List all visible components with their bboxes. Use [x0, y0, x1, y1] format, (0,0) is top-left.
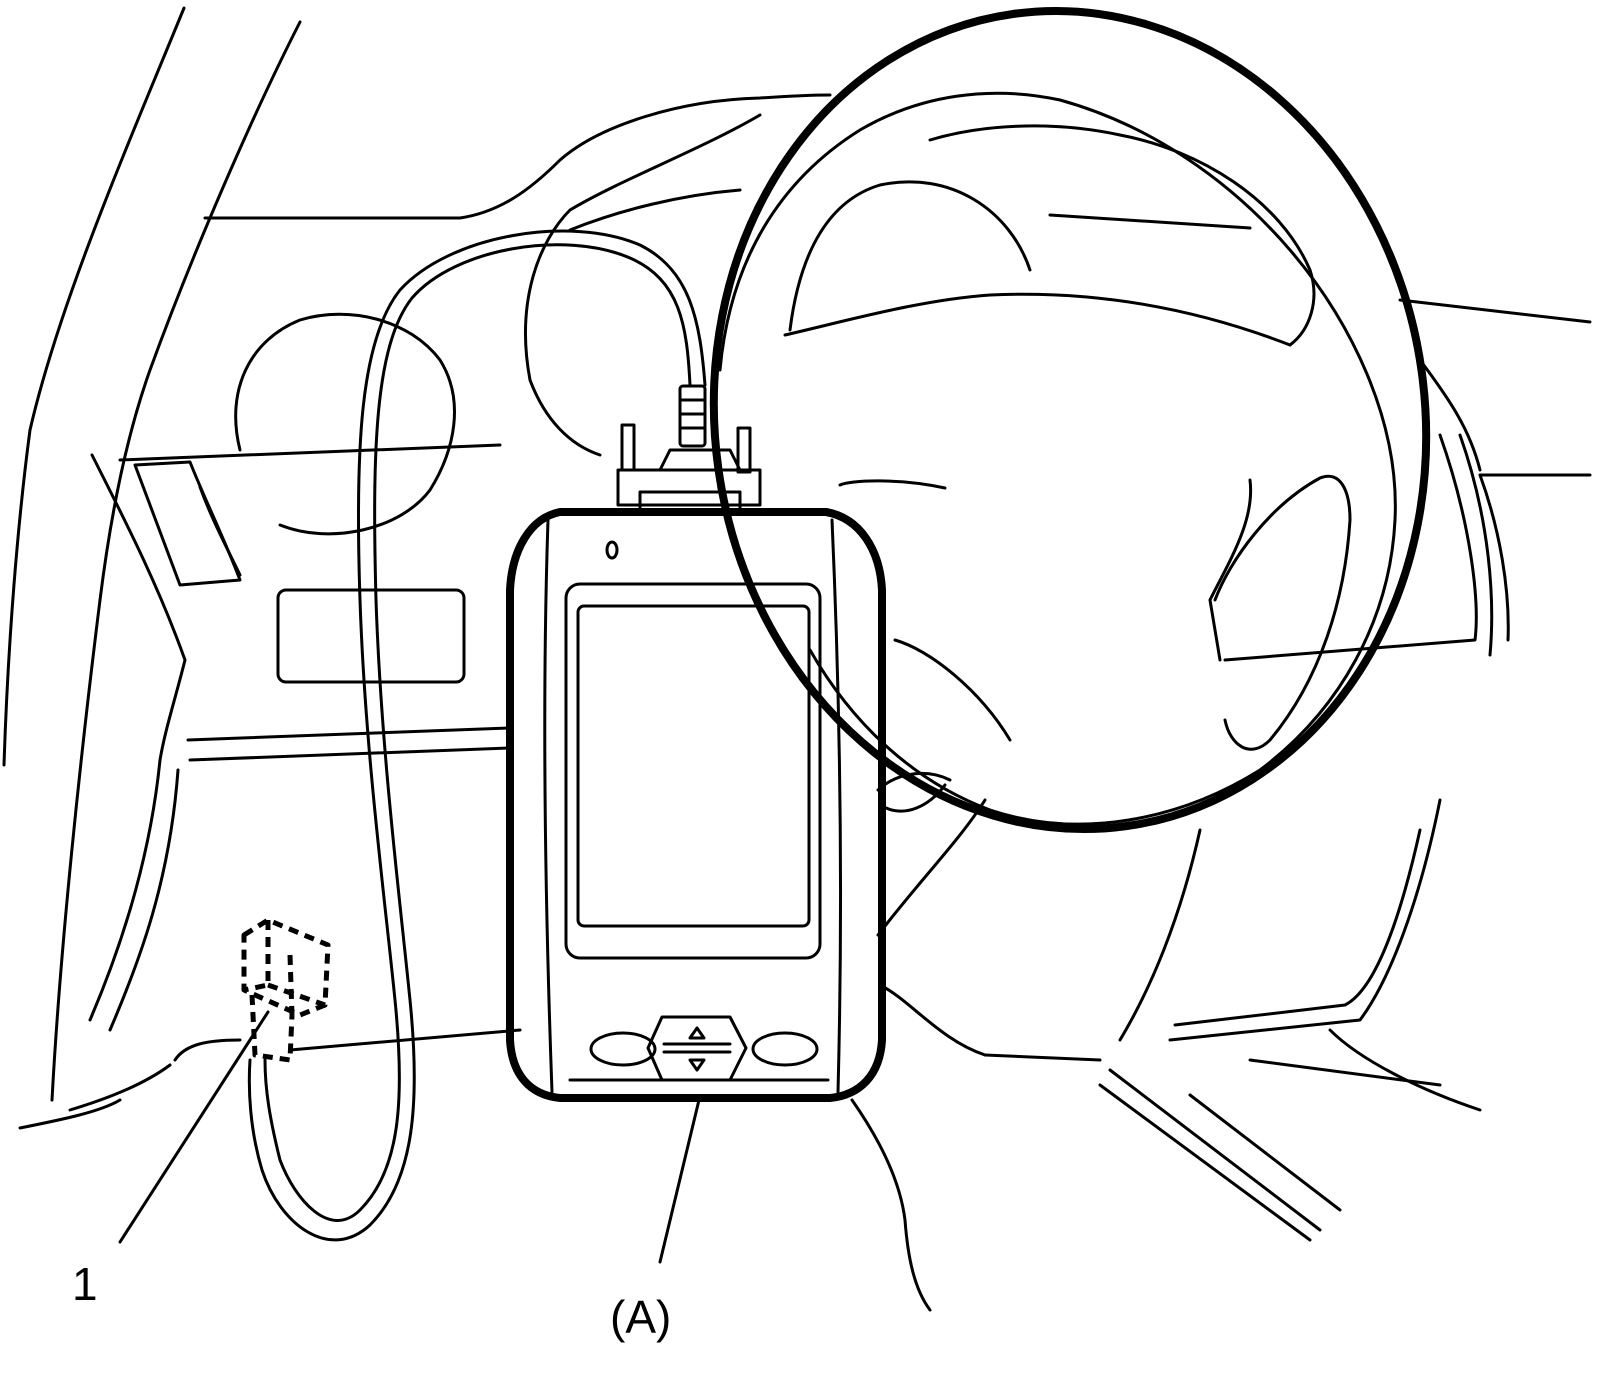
- callout-leaders: [118, 1010, 932, 1312]
- steering-wheel: [709, 6, 1431, 834]
- screen: [576, 604, 811, 928]
- lower-dash: [68, 453, 522, 1112]
- scroll-button: [646, 1015, 748, 1082]
- tool-plug: [616, 384, 762, 512]
- arrow-up-icon: [688, 1026, 706, 1040]
- left-vent: [133, 460, 242, 587]
- led-indicator: [605, 540, 619, 560]
- screen-bezel: [564, 582, 822, 960]
- steering-column: [524, 113, 1102, 1062]
- scan-tool: [506, 508, 886, 1102]
- scan-tool-cable: [247, 229, 707, 1242]
- instrument-gauge: [234, 312, 456, 536]
- center-console: [1098, 433, 1494, 1242]
- a-pillar: [2, 6, 302, 1130]
- callout-label-1: 1: [72, 1258, 98, 1310]
- dashboard-outline: [118, 93, 1592, 642]
- dlc-connector: [241, 917, 331, 1063]
- right-soft-button: [751, 1031, 819, 1067]
- callout-label-a: (A): [610, 1291, 671, 1343]
- left-soft-button: [589, 1031, 657, 1067]
- left-dash-panel: [276, 588, 466, 684]
- arrow-down-icon: [688, 1058, 706, 1072]
